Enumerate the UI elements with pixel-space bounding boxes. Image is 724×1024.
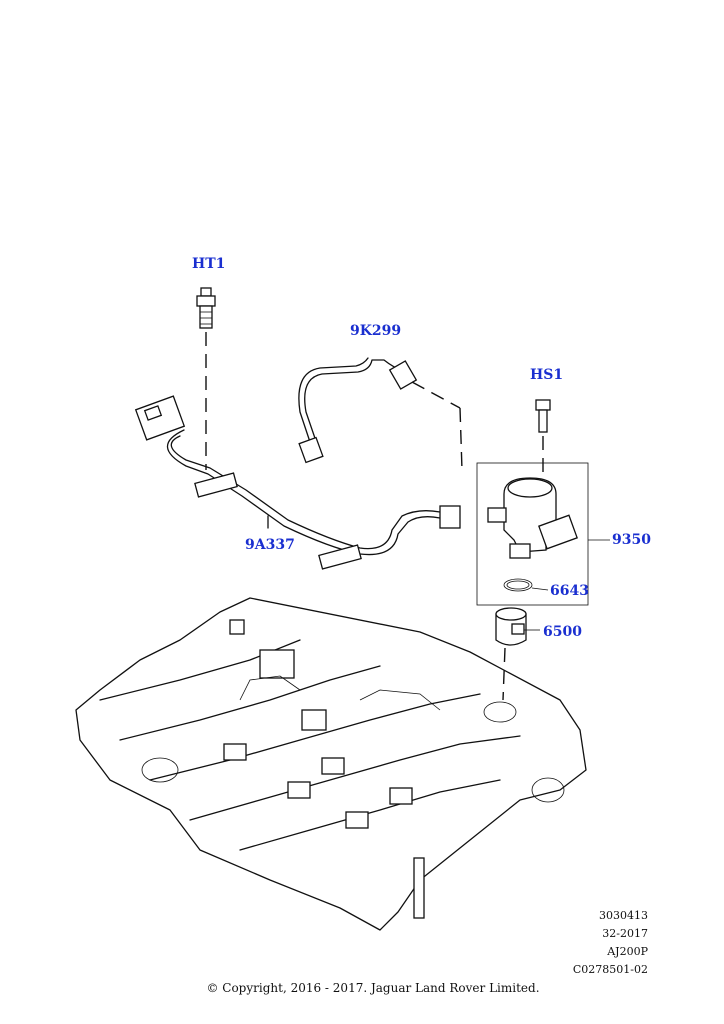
cylinder-head: [75, 597, 587, 931]
reference-line-4: C0278501-02: [572, 963, 648, 976]
reference-line-3: AJ200P: [607, 945, 648, 958]
hs1-bolt: [535, 399, 551, 480]
oring-6643: [503, 578, 549, 592]
callout-hs1[interactable]: HS1: [530, 367, 564, 383]
tappet-6500: [495, 607, 540, 701]
callout-6643[interactable]: 6643: [550, 583, 589, 599]
callout-9a337[interactable]: 9A337: [245, 537, 295, 553]
ht1-sensor: [196, 287, 216, 470]
copyright-notice: © Copyright, 2016 - 2017. Jaguar Land Ro…: [206, 981, 540, 995]
reference-line-1: 3030413: [599, 909, 648, 922]
callout-9350[interactable]: 9350: [612, 532, 651, 548]
callout-ht1[interactable]: HT1: [192, 256, 226, 272]
pipe-harness-9a337: [134, 395, 461, 570]
fuel-pipe-9k299: [298, 357, 463, 471]
reference-line-2: 32-2017: [602, 927, 648, 940]
pump-9350-group: [476, 462, 610, 606]
callout-6500[interactable]: 6500: [543, 624, 582, 640]
callout-9k299[interactable]: 9K299: [350, 323, 402, 339]
